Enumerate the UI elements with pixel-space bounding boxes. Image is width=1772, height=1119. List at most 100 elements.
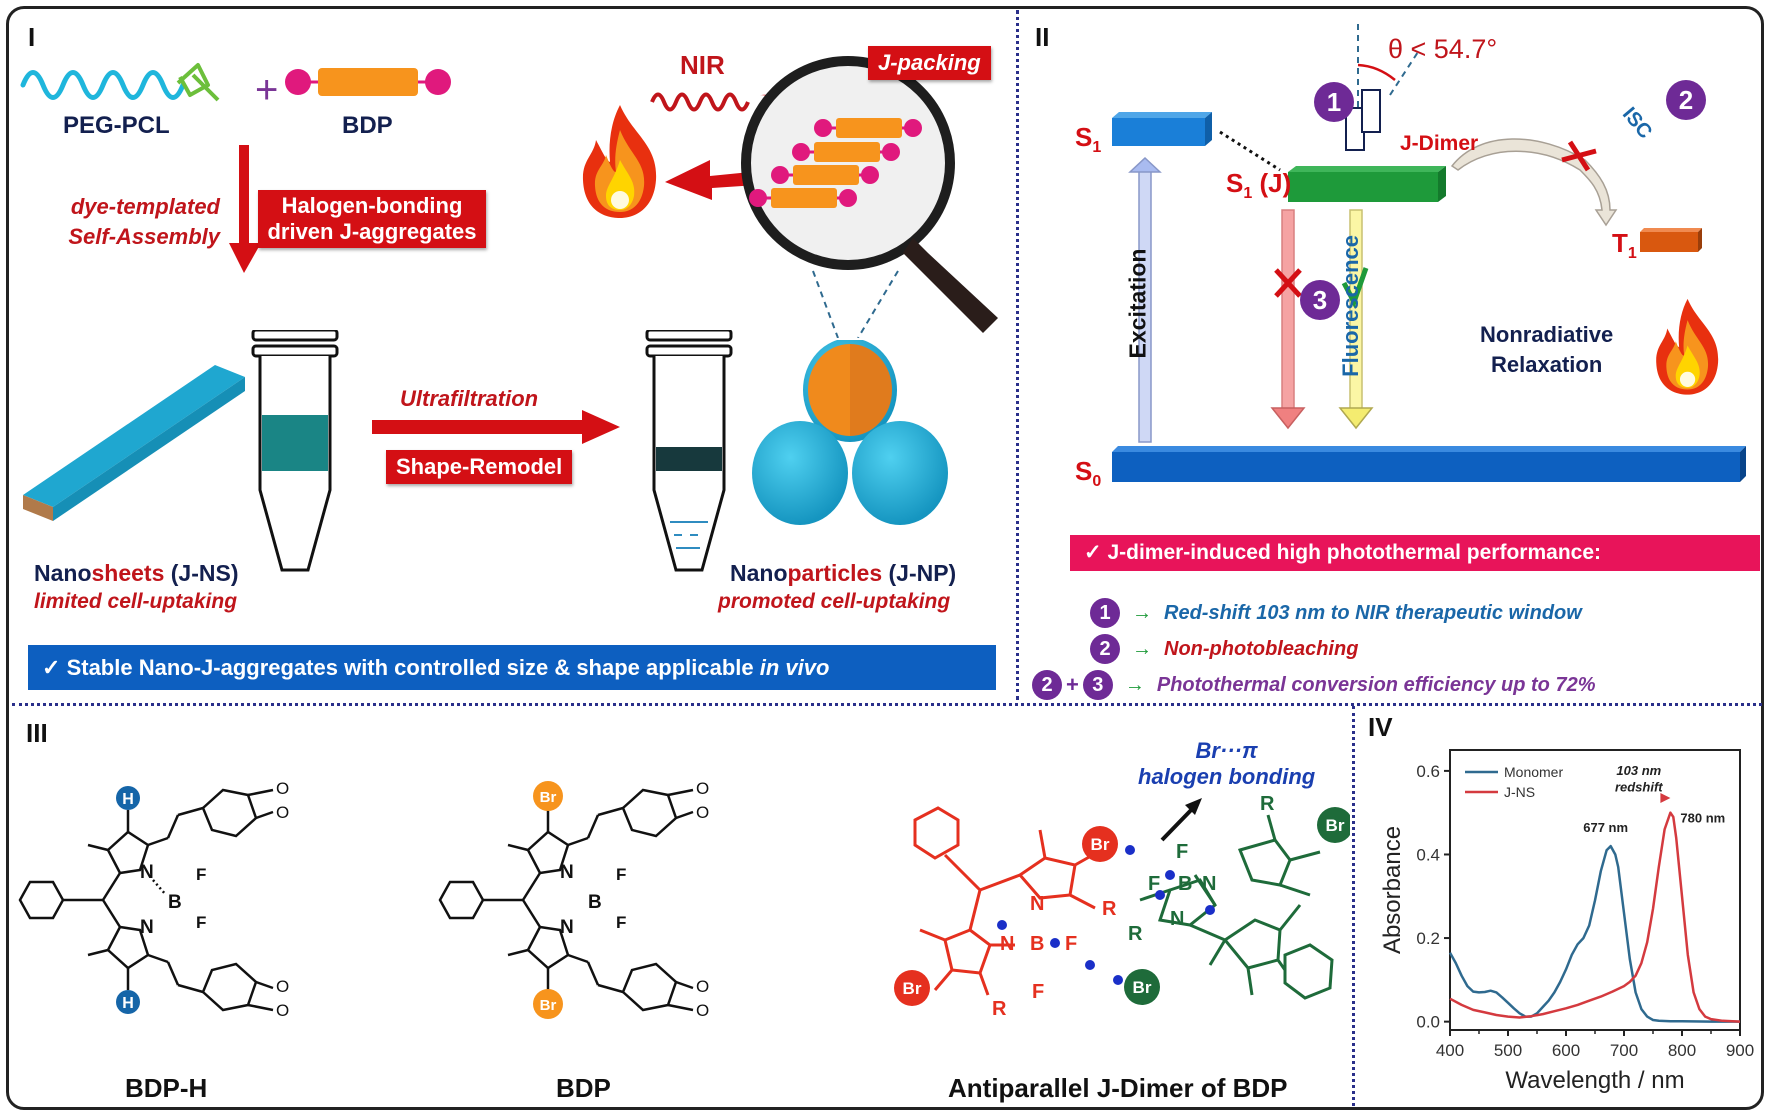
- svg-text:F: F: [1148, 873, 1160, 895]
- s1j-label: S1 (J): [1226, 168, 1291, 203]
- svg-text:F: F: [196, 865, 206, 884]
- isc-arrow: [1450, 138, 1618, 227]
- svg-text:N: N: [140, 862, 154, 883]
- point-3-text: Photothermal conversion efficiency up to…: [1156, 673, 1596, 696]
- halogen-bond-dots: [997, 845, 1215, 985]
- badge-1-number: 1: [1314, 82, 1354, 122]
- process-label: dye-templated Self-Assembly: [60, 192, 220, 252]
- banner-text: Stable Nano-J-aggregates with controlled…: [66, 655, 760, 680]
- peak-label-monomer: 677 nm: [1583, 820, 1628, 835]
- badge-2-number: 2: [1666, 80, 1706, 120]
- svg-text:O: O: [276, 1001, 289, 1020]
- panel-label-iii: III: [26, 718, 48, 748]
- halogen-box-line1: Halogen-bonding: [281, 193, 463, 218]
- nonradiative-arrow: [1338, 209, 1374, 430]
- br-substituent-bottom: Br: [540, 997, 557, 1014]
- j-dimer-dipoles-icon: [1345, 24, 1419, 155]
- y-tick-label: 0.2: [1416, 929, 1440, 948]
- t1-symbol: T: [1612, 228, 1628, 258]
- panel-label-ii: II: [1035, 22, 1050, 52]
- redshift-label-2: redshift: [1615, 780, 1663, 795]
- x-tick-label: 600: [1552, 1041, 1580, 1060]
- nonradiative-label: Nonradiative Relaxation: [1480, 320, 1613, 380]
- ultrafiltration-label: Ultrafiltration: [400, 386, 539, 411]
- legend-label-1: J-NS: [1504, 784, 1535, 800]
- panel-label-iv: IV: [1368, 712, 1393, 742]
- nanosheet-icon: [23, 365, 245, 521]
- halogen-bonding-box: Halogen-bonding driven J-aggregates: [258, 190, 486, 248]
- x-tick-label: 800: [1668, 1041, 1696, 1060]
- s1j-level: [1288, 166, 1446, 202]
- process-label-line2: Self-Assembly: [68, 224, 220, 249]
- svg-text:O: O: [276, 977, 289, 996]
- svg-text:F: F: [616, 913, 626, 932]
- halogen-bond-line1: Br···π: [1195, 738, 1258, 763]
- bdp-molecule-red: [913, 806, 1099, 996]
- svg-text:N: N: [140, 917, 154, 938]
- nanosheets-note: limited cell-uptaking: [34, 590, 238, 613]
- flame-icon-2: [1656, 298, 1719, 395]
- nanoparticles-prefix: Nano: [730, 560, 788, 586]
- badge-3: 3: [1300, 280, 1340, 320]
- panel-i-banner: ✓ Stable Nano-J-aggregates with controll…: [28, 645, 996, 690]
- series-line-j-ns: [1449, 811, 1741, 1023]
- divider-horizontal: [12, 703, 1762, 706]
- point-2-badge: 2: [1090, 634, 1120, 664]
- t1-subscript: 1: [1627, 245, 1637, 263]
- molecule-bdp-h-label: BDP-H: [125, 1073, 208, 1103]
- point-row-2: 2 → Non-photobleaching: [1030, 631, 1595, 667]
- badge-3-number: 3: [1300, 280, 1340, 320]
- nanoparticles-note: promoted cell-uptaking: [718, 590, 951, 613]
- j-packed-bdp-rods: [749, 118, 922, 208]
- nanoparticles-icon: [752, 340, 948, 525]
- svg-text:N: N: [560, 917, 574, 938]
- svg-text:R: R: [992, 998, 1007, 1020]
- br-red-2: Br: [903, 979, 922, 998]
- fluorescence-blocked-cross-icon: [1274, 268, 1302, 298]
- svg-text:F: F: [1176, 841, 1188, 863]
- h-substituent-bottom: H: [122, 995, 134, 1012]
- nanoparticles-label: Nanoparticles (J-NP): [730, 560, 956, 587]
- nonradiative-check-icon: [1341, 267, 1369, 309]
- molecule-bdp-h: H H N N B F F O O O O: [18, 779, 289, 1020]
- molecule-bdp: Br Br N N B F F O O O O: [438, 779, 709, 1020]
- x-tick-label: 500: [1494, 1041, 1522, 1060]
- energy-diagram: [1112, 24, 1746, 482]
- arrow-icon: →: [1124, 673, 1145, 696]
- nanosheets-highlight: sheets: [91, 560, 165, 586]
- points-list: 1 → Red-shift 103 nm to NIR therapeutic …: [1030, 595, 1595, 703]
- br-substituent-top: Br: [540, 789, 557, 806]
- nanosheets-suffix: (J-NS): [164, 560, 239, 586]
- ultrafiltration-arrow-icon: [372, 410, 620, 444]
- svg-text:O: O: [276, 803, 289, 822]
- x-tick-label: 400: [1436, 1041, 1464, 1060]
- point-row-3: 2 + 3 → Photothermal conversion efficien…: [1030, 667, 1595, 703]
- y-axis-label: Absorbance: [1379, 826, 1406, 954]
- point-1-badge: 1: [1090, 598, 1120, 628]
- nonradiative-line2: Relaxation: [1491, 352, 1603, 377]
- svg-text:N: N: [1170, 908, 1184, 930]
- magnifier-icon: [741, 56, 998, 338]
- plus-sign: +: [255, 68, 279, 112]
- nanoparticles-highlight: particles: [787, 560, 883, 586]
- legend-label-0: Monomer: [1504, 764, 1563, 780]
- svg-text:O: O: [696, 803, 709, 822]
- svg-text:N: N: [1030, 893, 1044, 915]
- j-packing-callout: J-packing: [868, 46, 991, 80]
- shape-remodel-box: Shape-Remodel: [386, 450, 573, 484]
- excitation-arrow: [1128, 156, 1162, 443]
- point-2-text: Non-photobleaching: [1164, 637, 1359, 660]
- svg-text:R: R: [1260, 793, 1275, 815]
- fluorescence-label: Fluorescence: [1338, 235, 1363, 377]
- tube-j-ns-icon: [251, 330, 339, 572]
- arrow-icon: →: [1132, 601, 1152, 624]
- redshift-label-1: 103 nm: [1616, 763, 1661, 778]
- svg-text:F: F: [1065, 933, 1077, 955]
- bdp-rod-icon: [285, 68, 451, 96]
- peg-pcl-icon: [20, 63, 220, 102]
- check-icon-2: ✓: [1084, 541, 1102, 564]
- divider-vertical-top: [1016, 10, 1019, 700]
- x-tick-label: 900: [1726, 1041, 1754, 1060]
- x-axis-label: Wavelength / nm: [1505, 1067, 1684, 1094]
